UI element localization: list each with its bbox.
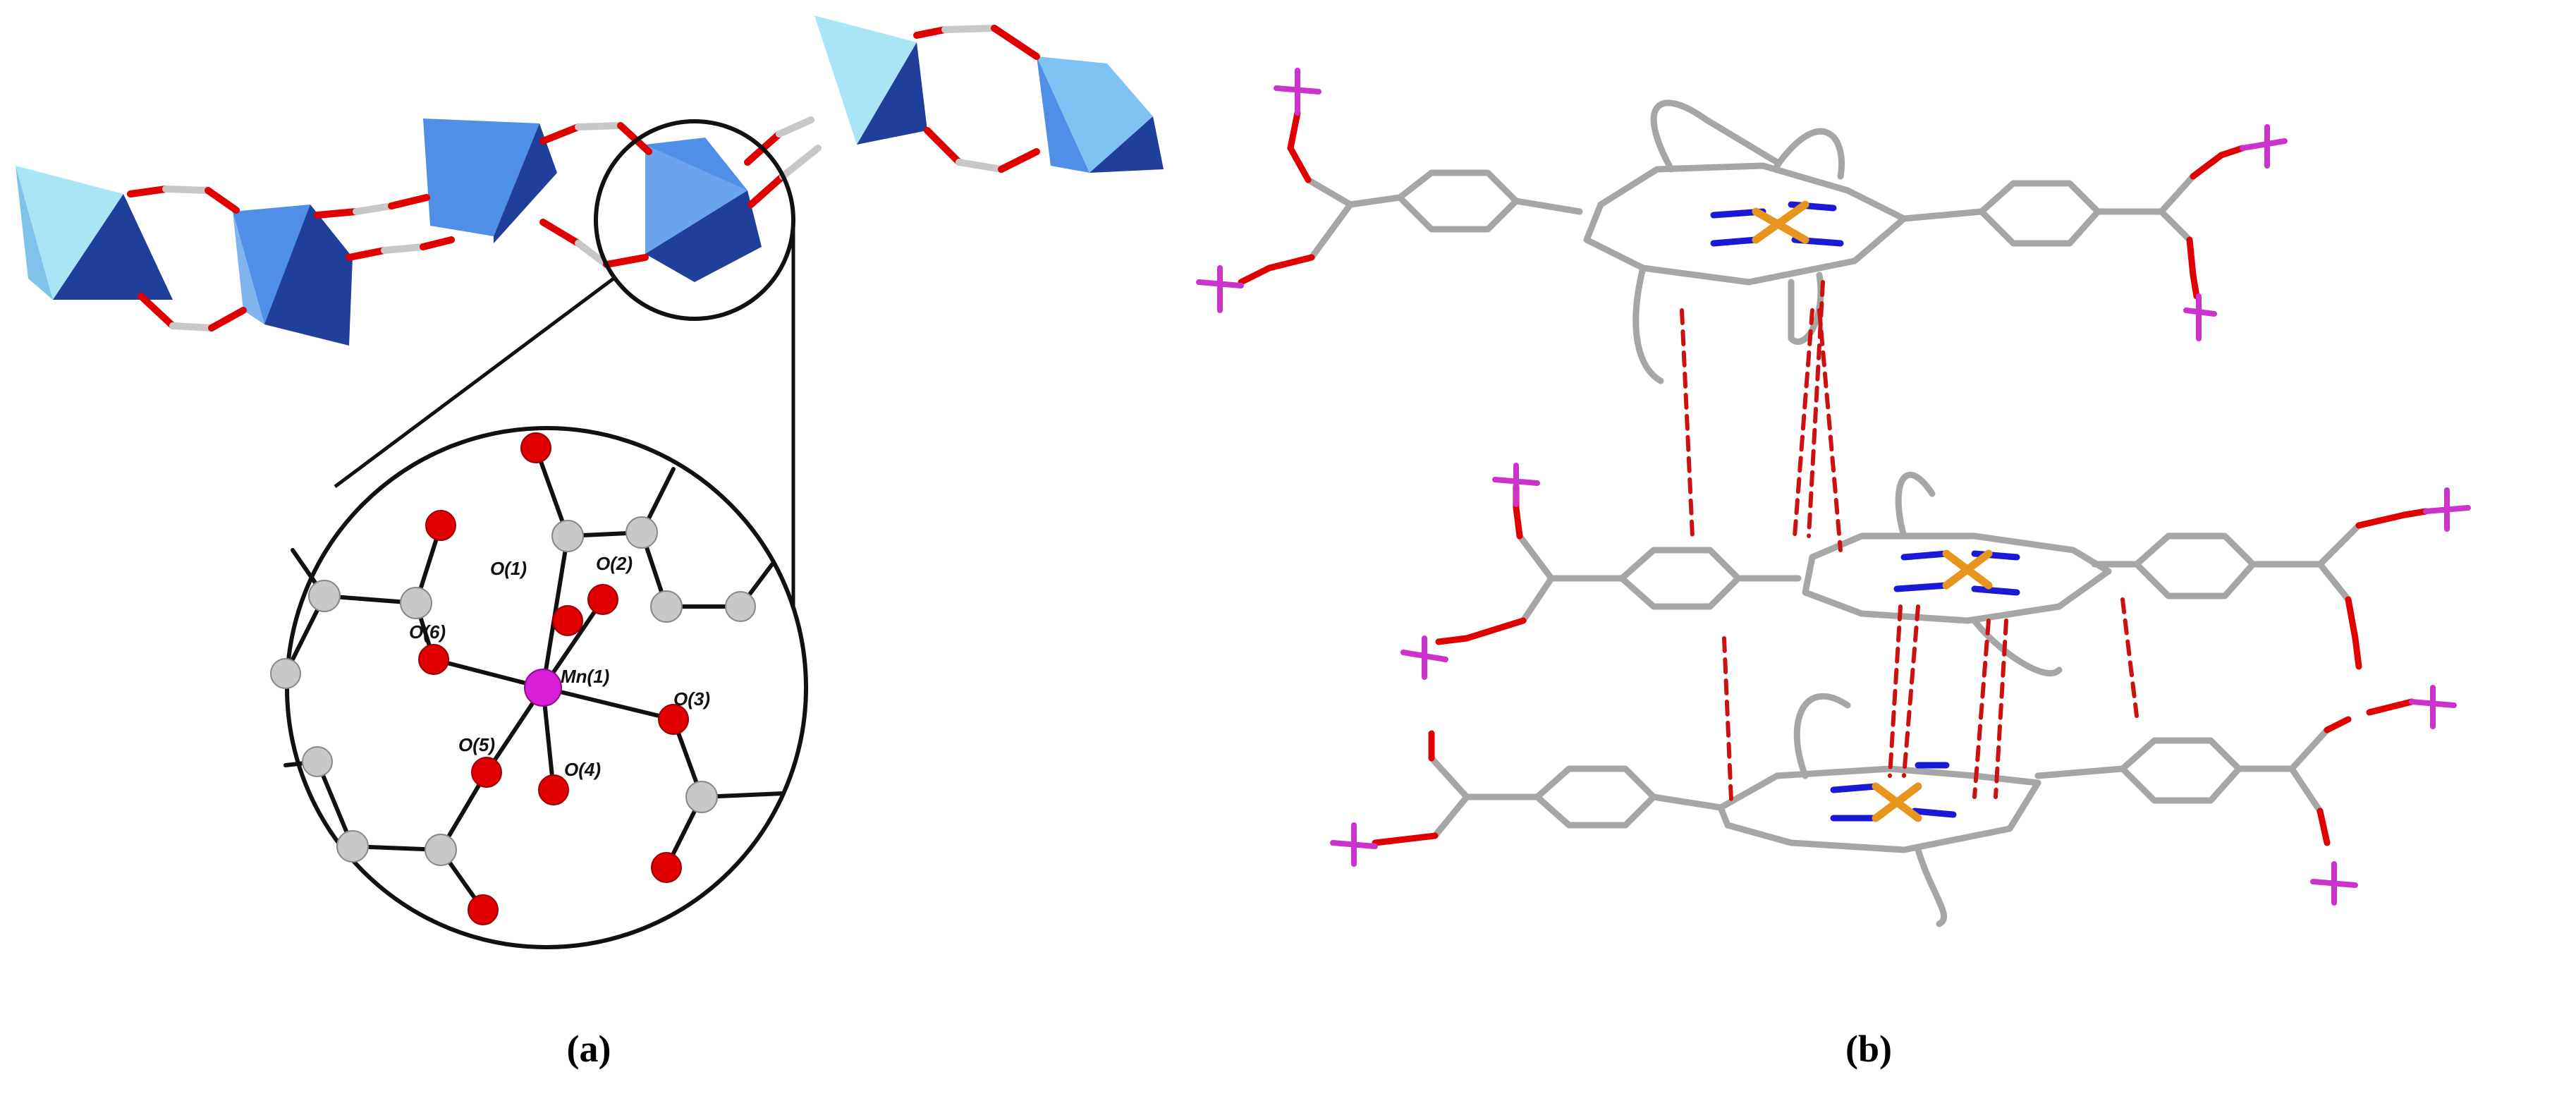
label-o1: O(1) — [490, 558, 527, 579]
metal-centers — [1752, 200, 1993, 822]
zoom-detail: O(1) O(2) O(6) Mn(1) O(3) O(5) O(4) — [270, 426, 808, 949]
mn-polyhedron-1 — [16, 166, 173, 300]
phosphorus-groups — [1196, 68, 2471, 906]
oxygen-atoms — [418, 432, 689, 925]
carboxylate-bridges — [127, 25, 1040, 331]
label-mn1: Mn(1) — [561, 666, 609, 687]
mn-polyhedron-4 — [645, 138, 762, 282]
panel-b-label: (b) — [1845, 1028, 1892, 1070]
zoom-line-left — [334, 276, 615, 489]
label-o2: O(2) — [596, 553, 633, 574]
label-o6: O(6) — [409, 621, 446, 643]
label-o5: O(5) — [458, 734, 495, 755]
manganese-atom — [524, 669, 562, 707]
panel-b-stacking — [1196, 68, 2471, 927]
panel-a-label: (a) — [567, 1028, 611, 1070]
label-o3: O(3) — [673, 688, 710, 710]
carbon-atoms — [270, 516, 756, 866]
panel-a-chain: O(1) O(2) O(6) Mn(1) O(3) O(5) O(4) — [16, 16, 1164, 949]
interaction-dashes — [1680, 280, 2139, 803]
mn-polyhedron-6 — [1037, 56, 1164, 173]
framework-bonds — [1305, 99, 2362, 927]
mn-polyhedron-3 — [423, 118, 557, 243]
nitrogen-bonds — [1710, 201, 2020, 822]
mn-polyhedron-5 — [814, 16, 927, 145]
mn-polyhedron-2 — [233, 205, 353, 346]
label-o4: O(4) — [564, 759, 601, 780]
